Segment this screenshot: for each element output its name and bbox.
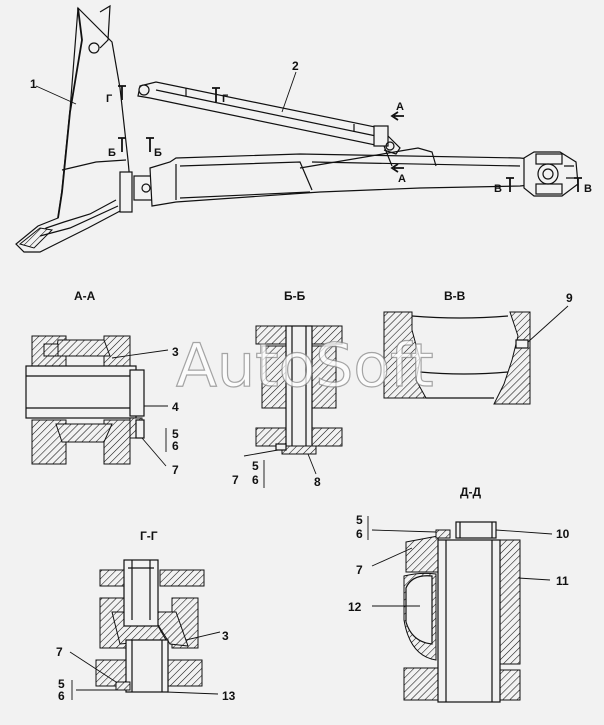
mark-v-left: В xyxy=(494,183,502,195)
callout-dd-6: 6 xyxy=(356,527,363,541)
callout-bb-7: 7 xyxy=(232,473,239,487)
section-bb-title: Б-Б xyxy=(284,289,306,303)
section-vv-title: В-В xyxy=(444,289,466,303)
section-gg: Г-Г 3 7 5 6 13 xyxy=(56,529,236,703)
section-bb: Б-Б 7 5 6 8 xyxy=(232,289,343,489)
callout-aa-5: 5 xyxy=(172,427,179,441)
section-aa: А-А 3 4 5 6 7 xyxy=(25,289,179,477)
mark-g-right: Г xyxy=(222,93,229,105)
callout-aa-3: 3 xyxy=(172,345,179,359)
mark-b-right: Б xyxy=(154,147,162,159)
mark-a-upper: А xyxy=(396,101,404,113)
callout-aa-7: 7 xyxy=(172,463,179,477)
blade xyxy=(15,6,131,253)
mark-v-right: В xyxy=(584,183,592,195)
callout-vv-9: 9 xyxy=(566,291,573,305)
mark-g-left: Г xyxy=(106,93,113,105)
callout-2: 2 xyxy=(292,59,299,73)
callout-dd-7: 7 xyxy=(356,563,363,577)
callout-1: 1 xyxy=(30,77,37,91)
callout-bb-8: 8 xyxy=(314,475,321,489)
callout-gg-3: 3 xyxy=(222,629,229,643)
screw-brace xyxy=(137,81,387,147)
section-dd: Д-Д 5 6 10 7 11 12 xyxy=(348,485,570,703)
callout-gg-13: 13 xyxy=(222,689,236,703)
callout-aa-6: 6 xyxy=(172,439,179,453)
callout-gg-6: 6 xyxy=(58,689,65,703)
section-vv: В-В 9 xyxy=(383,289,573,405)
watermark: AutoSoft xyxy=(176,331,434,401)
callout-dd-10: 10 xyxy=(556,527,570,541)
callout-bb-5: 5 xyxy=(252,459,259,473)
callout-dd-5: 5 xyxy=(356,513,363,527)
section-gg-title: Г-Г xyxy=(140,529,158,543)
section-aa-title: А-А xyxy=(74,289,96,303)
callout-dd-11: 11 xyxy=(556,574,569,588)
push-beam xyxy=(149,153,541,207)
mark-a-lower: А xyxy=(398,173,406,185)
section-dd-title: Д-Д xyxy=(460,485,482,499)
callout-bb-6: 6 xyxy=(252,473,259,487)
mark-b-left: Б xyxy=(108,147,116,159)
main-assembly-view: Г Г Б Б В В А А 1 2 xyxy=(15,4,592,253)
callout-dd-12: 12 xyxy=(348,600,362,614)
callout-gg-7: 7 xyxy=(56,645,63,659)
section-cut-marks xyxy=(118,85,582,192)
callout-aa-4: 4 xyxy=(172,400,179,414)
callout-gg-5: 5 xyxy=(58,677,65,691)
